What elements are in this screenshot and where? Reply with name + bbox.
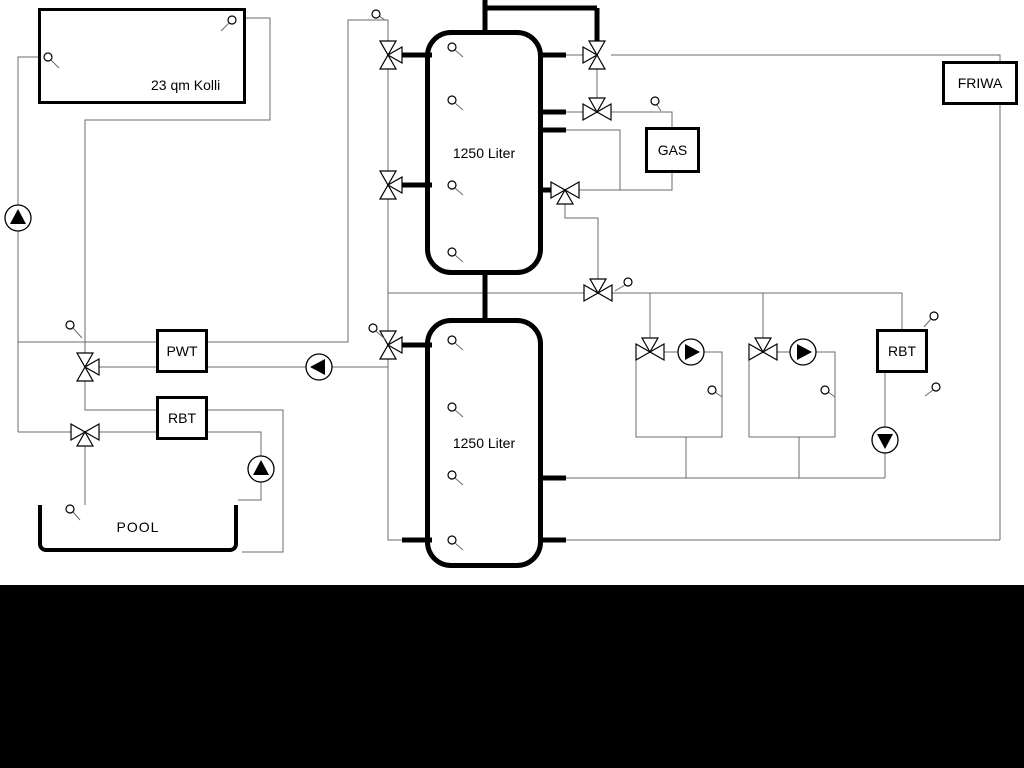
buffer-tank-top-label: 1250 Liter: [452, 144, 516, 161]
pump-icon: [677, 338, 705, 366]
pump-icon: [871, 426, 899, 454]
pump-icon: [789, 338, 817, 366]
buffer-tank-top-box: 1250 Liter: [425, 30, 543, 275]
three-way-valve-icon: [379, 40, 403, 70]
sensor-icon: [371, 9, 386, 21]
pwt-label: PWT: [166, 343, 198, 359]
pump-icon: [305, 353, 333, 381]
sensor-icon: [820, 385, 836, 398]
rbt-right-box: RBT: [876, 329, 928, 373]
friwa-box: FRIWA: [942, 61, 1018, 105]
rbt-left-box: RBT: [156, 396, 208, 440]
pool-box: POOL: [38, 505, 238, 552]
pump-icon: [247, 455, 275, 483]
sensor-icon: [924, 382, 941, 397]
solar-collector-box: 23 qm Kolli: [38, 8, 246, 104]
buffer-tank-bottom-label: 1250 Liter: [452, 435, 516, 451]
three-way-valve-icon: [582, 40, 606, 70]
three-way-valve-icon: [76, 352, 100, 382]
gas-boiler-box: GAS: [645, 127, 700, 173]
three-way-valve-icon: [635, 337, 665, 361]
three-way-valve-icon: [550, 181, 580, 205]
buffer-tank-bottom-box: 1250 Liter: [425, 318, 543, 568]
solar-collector-label: 23 qm Kolli: [151, 77, 221, 93]
three-way-valve-icon: [379, 170, 403, 200]
pool-label: POOL: [116, 518, 160, 535]
pwt-box: PWT: [156, 329, 208, 373]
sensor-icon: [707, 385, 723, 398]
rbt-left-label: RBT: [168, 410, 196, 426]
sensor-icon: [650, 96, 662, 112]
three-way-valve-icon: [583, 278, 613, 302]
gas-boiler-label: GAS: [657, 142, 688, 158]
rbt-right-label: RBT: [888, 343, 916, 359]
pump-icon: [4, 204, 32, 232]
sensor-icon: [368, 323, 387, 341]
three-way-valve-icon: [748, 337, 778, 361]
three-way-valve-icon: [70, 423, 100, 447]
three-way-valve-icon: [582, 97, 612, 121]
friwa-label: FRIWA: [957, 75, 1003, 91]
letterbox-bar: [0, 585, 1024, 768]
three-way-valve-icon: [379, 330, 403, 360]
sensor-icon: [614, 277, 633, 292]
sensor-icon: [923, 311, 939, 328]
sensor-icon: [65, 320, 83, 339]
